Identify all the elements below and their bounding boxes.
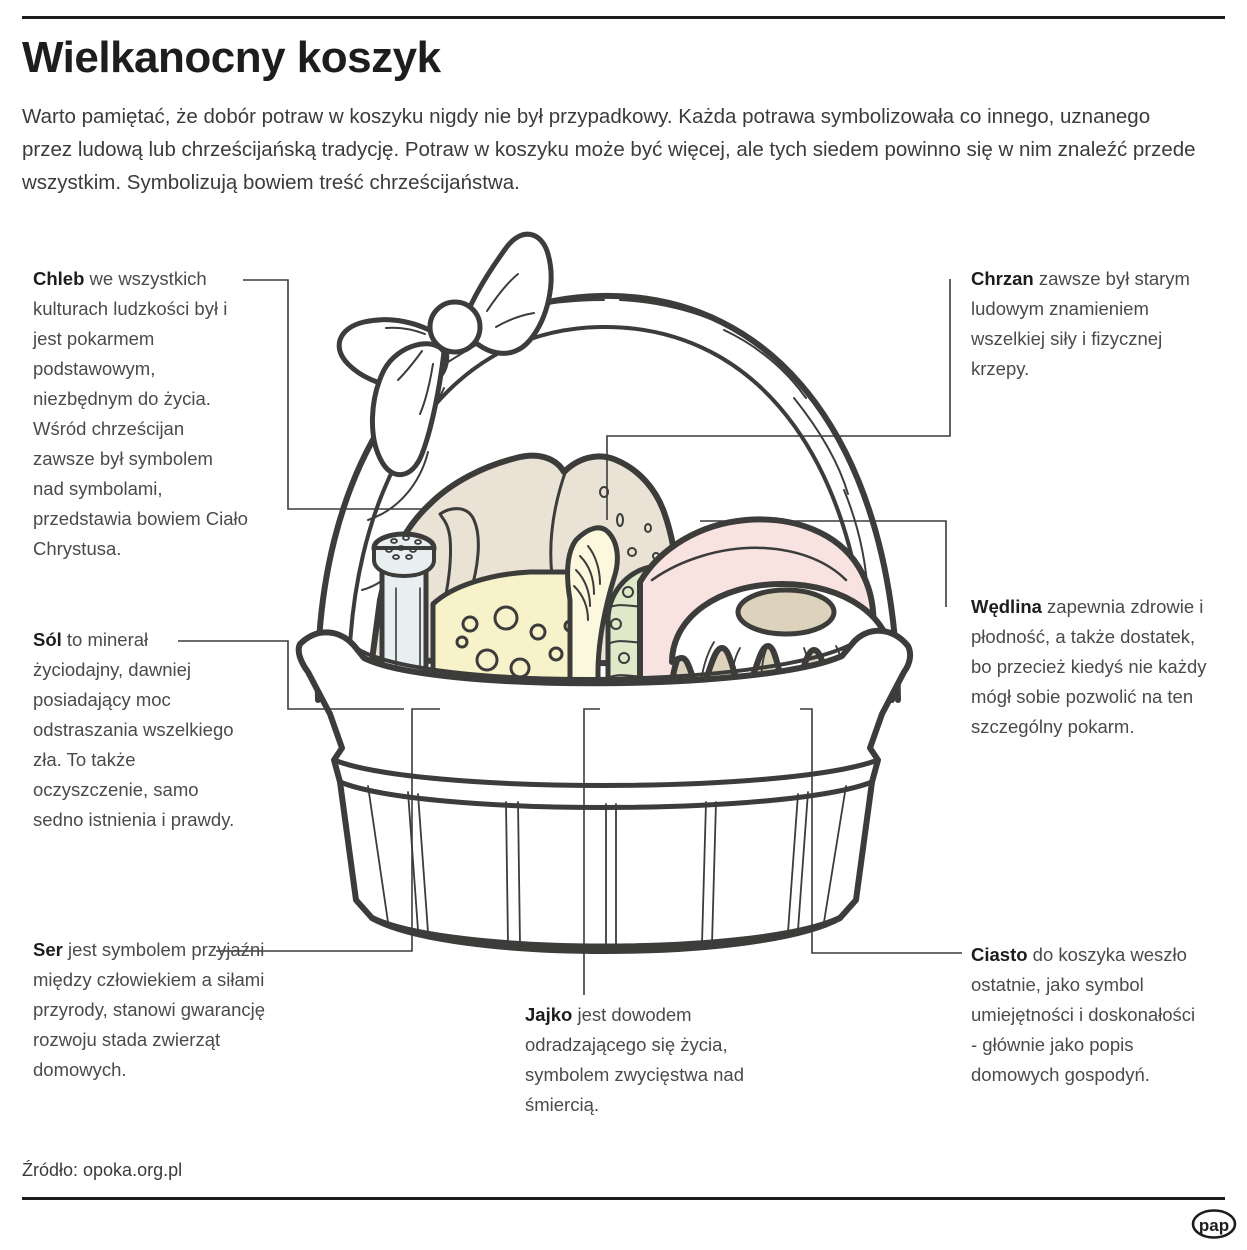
svg-text:pap: pap bbox=[1199, 1216, 1229, 1235]
leader-chleb bbox=[243, 279, 428, 510]
cheese-item bbox=[430, 569, 589, 693]
page-title: Wielkanocny koszyk bbox=[22, 33, 441, 82]
leader-wedlina bbox=[700, 520, 947, 607]
leader-ciasto bbox=[800, 708, 962, 954]
bread-slash bbox=[438, 507, 480, 632]
bread-crumb-marks bbox=[581, 486, 660, 613]
callout-jajko-term: Jajko bbox=[525, 1004, 573, 1025]
basket-base bbox=[369, 915, 843, 954]
callout-chrzan: Chrzan zawsze był starym ludowym znamien… bbox=[971, 264, 1221, 384]
bread-crease bbox=[549, 468, 574, 666]
handle-weave bbox=[361, 299, 871, 693]
callout-ser-term: Ser bbox=[33, 939, 63, 960]
intro-paragraph: Warto pamiętać, że dobór potraw w koszyk… bbox=[22, 105, 1196, 194]
bow-folds bbox=[385, 273, 535, 415]
callout-chleb-term: Chleb bbox=[33, 268, 85, 289]
leader-jajko bbox=[583, 708, 600, 995]
cake-flutes bbox=[699, 641, 873, 701]
basket-body bbox=[295, 627, 914, 950]
egg-decoration bbox=[607, 580, 713, 696]
callout-ser: Ser jest symbolem przyjaźni między człow… bbox=[33, 935, 288, 1085]
callout-jajko-text: jest dowodem odradzającego się życia, sy… bbox=[525, 1004, 744, 1115]
top-rule bbox=[22, 16, 1225, 19]
callout-chrzan-term: Chrzan bbox=[971, 268, 1034, 289]
basket-rim-band bbox=[331, 757, 881, 788]
source-label: Źródło: opoka.org.pl bbox=[22, 1160, 183, 1180]
ham-item bbox=[637, 516, 877, 687]
horseradish-item bbox=[565, 525, 620, 693]
salt-shaker-item bbox=[371, 531, 437, 709]
egg-item bbox=[605, 563, 715, 697]
basket-bow bbox=[336, 231, 554, 478]
ham-fat-line bbox=[650, 546, 848, 582]
bread-item bbox=[369, 452, 680, 667]
cheese-holes bbox=[455, 605, 577, 699]
pap-logo-icon: pap bbox=[1191, 1209, 1237, 1239]
callout-sol-text: to minerał życiodajny, dawniej posiadają… bbox=[33, 629, 235, 830]
callout-jajko: Jajko jest dowodem odradzającego się życ… bbox=[525, 1000, 775, 1120]
callout-chrzan-text: zawsze był starym ludowym znamieniem wsz… bbox=[971, 268, 1190, 379]
leader-chrzan bbox=[606, 279, 951, 520]
callout-sol-term: Sól bbox=[33, 629, 62, 650]
callout-sol: Sól to minerał życiodajny, dawniej posia… bbox=[33, 625, 243, 835]
callout-ciasto-text: do koszyka weszło ostatnie, jako symbol … bbox=[971, 944, 1196, 1085]
bottom-rule bbox=[22, 1197, 1225, 1200]
cake-icing bbox=[669, 581, 895, 697]
cheese-rind bbox=[431, 570, 588, 606]
leader-ser bbox=[216, 708, 440, 952]
callout-wedlina-text: zapewnia zdrowie i płodność, a także dos… bbox=[971, 596, 1207, 737]
callout-chleb-text: we wszystkich kulturach ludzkości był i … bbox=[33, 268, 248, 559]
basket-rim-band-2 bbox=[337, 779, 875, 810]
cake-hole bbox=[735, 587, 837, 637]
callout-ser-text: jest symbolem przyjaźni między człowieki… bbox=[33, 939, 266, 1080]
callout-wedlina: Wędlina zapewnia zdrowie i płodność, a t… bbox=[971, 592, 1219, 742]
callout-chleb: Chleb we wszystkich kulturach ludzkości … bbox=[33, 264, 248, 564]
callout-wedlina-term: Wędlina bbox=[971, 596, 1042, 617]
cake-item bbox=[669, 593, 895, 703]
basket-inner-rim bbox=[354, 642, 854, 682]
horseradish-lines bbox=[573, 545, 601, 621]
basket-handle bbox=[314, 292, 901, 703]
basket-weave-slats bbox=[367, 785, 847, 949]
basket-handle-inner bbox=[346, 324, 871, 702]
callout-ciasto: Ciasto do koszyka weszło ostatnie, jako … bbox=[971, 940, 1201, 1090]
callout-ciasto-term: Ciasto bbox=[971, 944, 1028, 965]
